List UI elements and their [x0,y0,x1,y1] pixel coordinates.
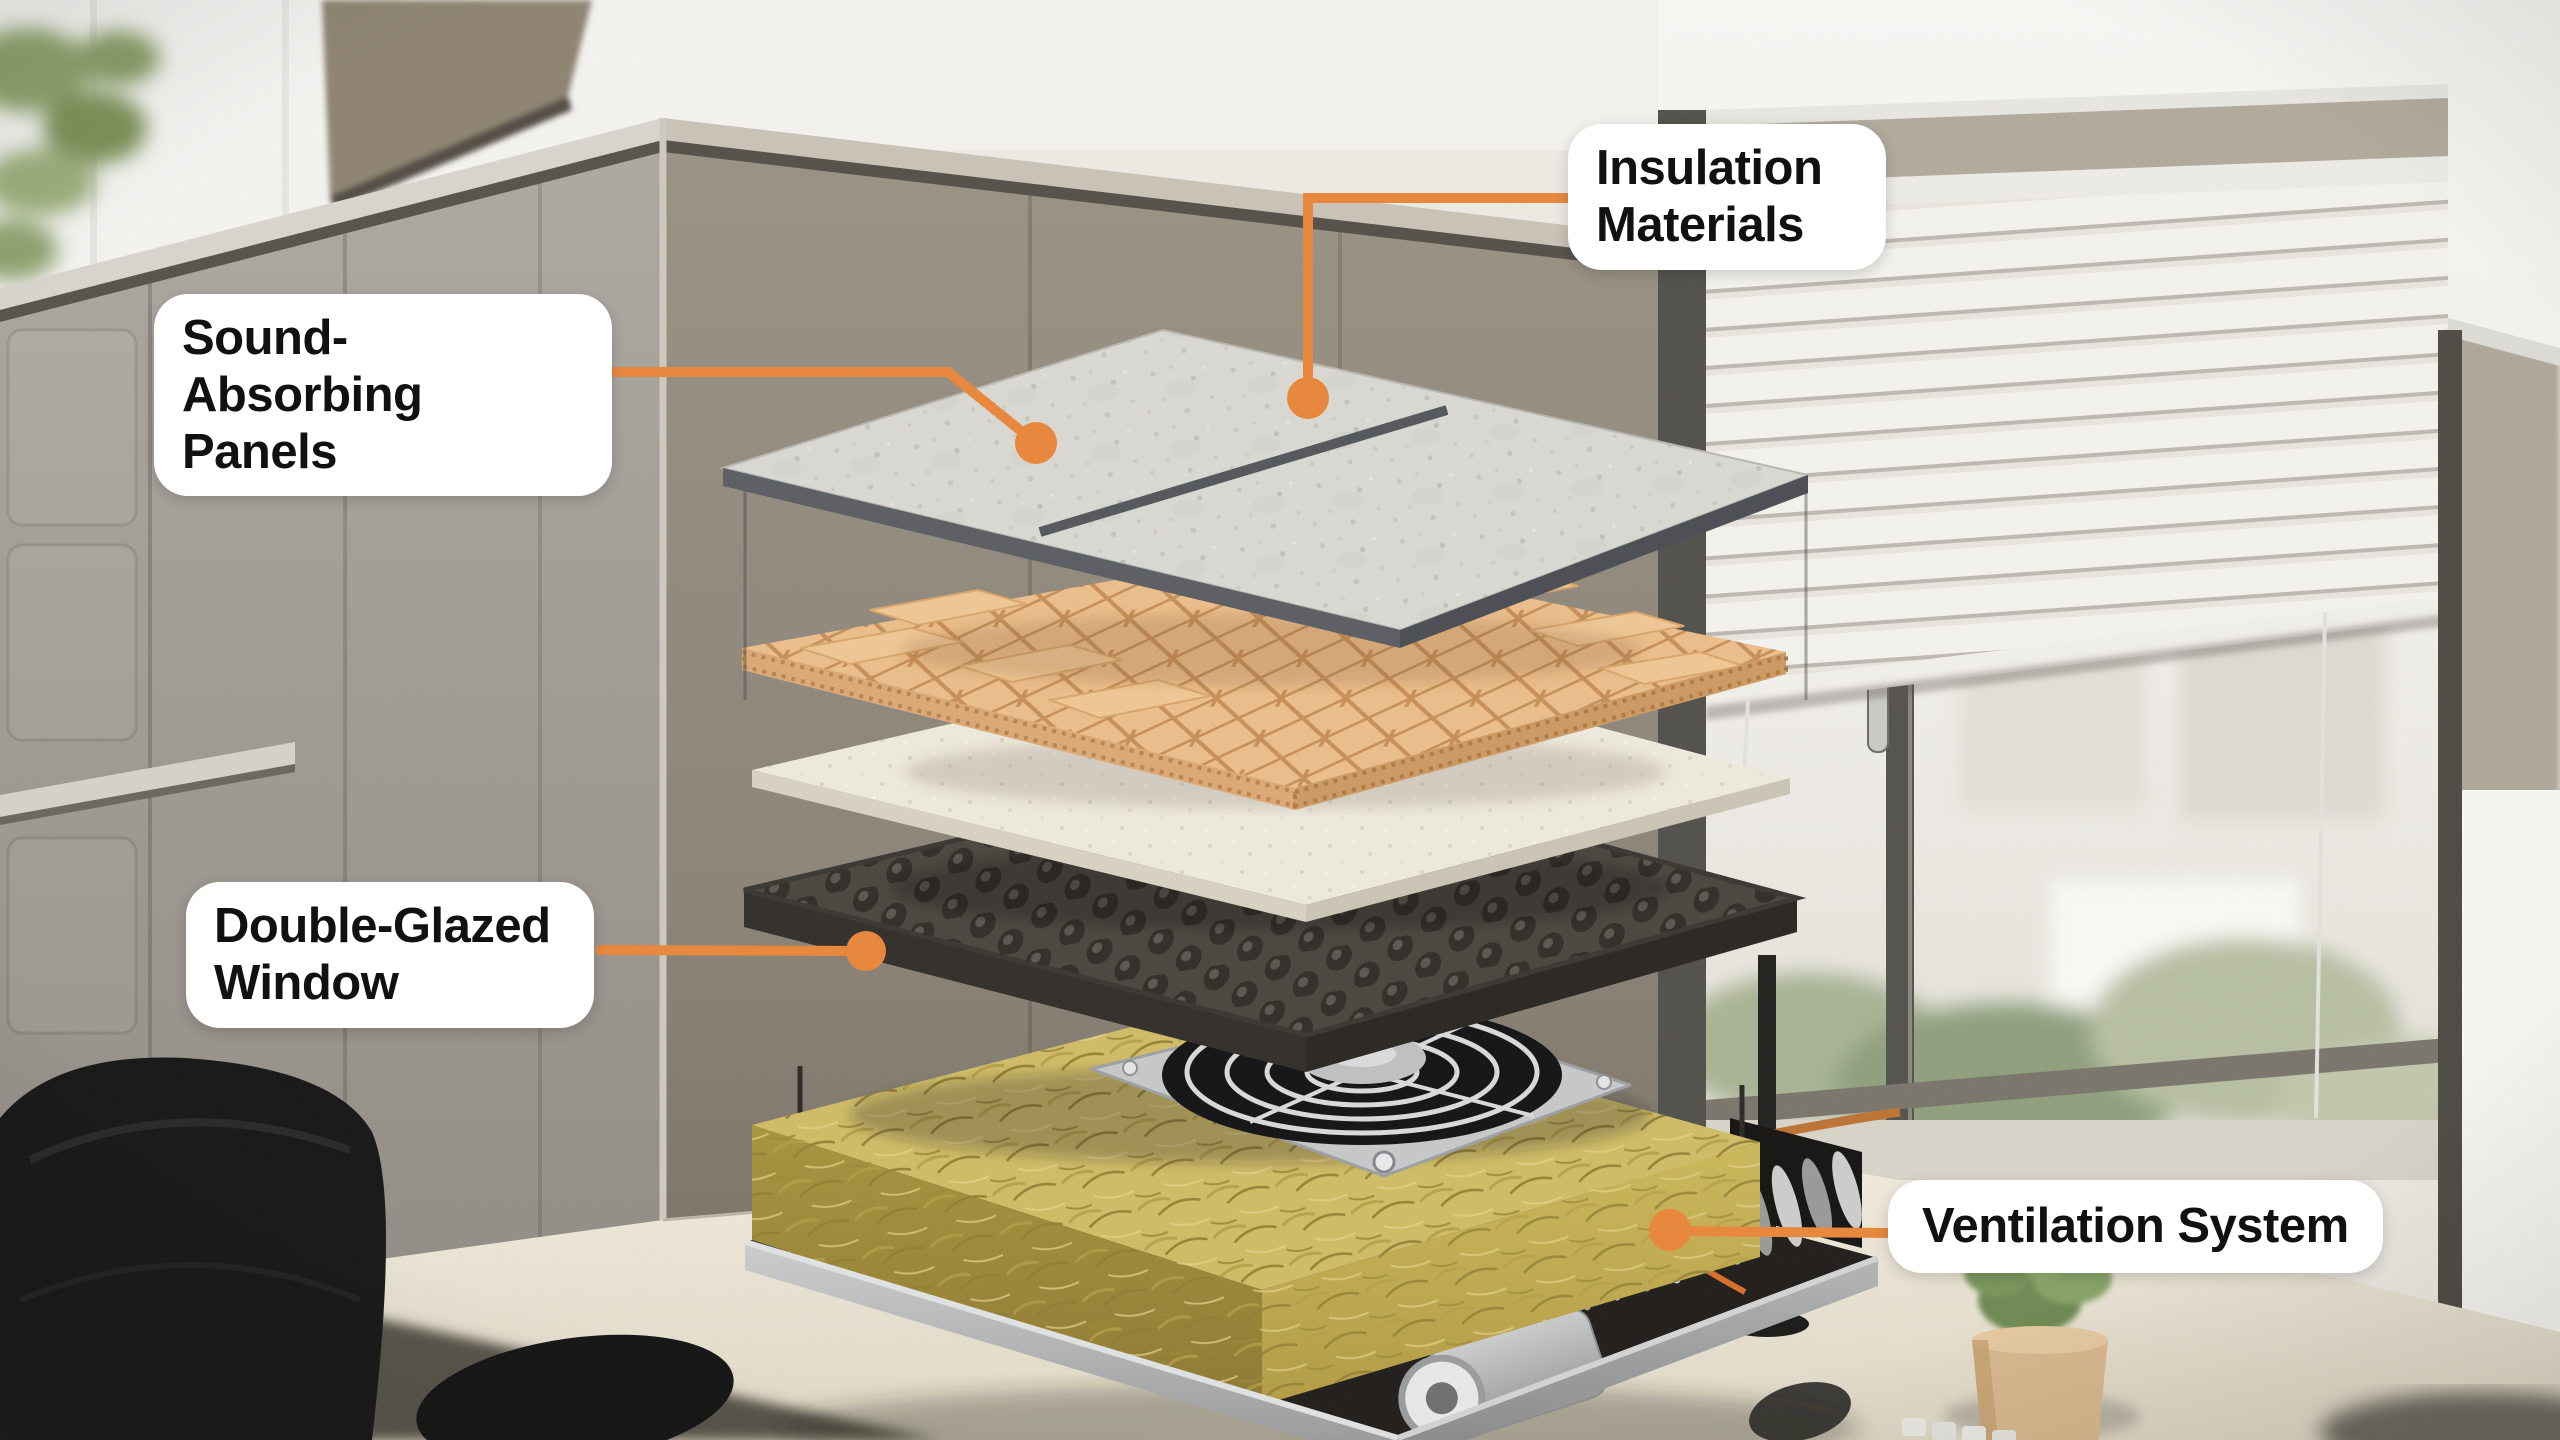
callout-label-double-glazed-window: Double-Glazed Window [186,882,594,1028]
callout-label-ventilation-system: Ventilation System [1888,1180,2383,1273]
callout-label-sound-absorbing-panels: Sound-Absorbing Panels [154,294,612,497]
callout-label-insulation-materials: Insulation Materials [1568,124,1886,270]
callout-text: Ventilation System [1922,1199,2349,1253]
callout-text: Sound-Absorbing Panels [182,311,423,479]
callout-text: Insulation Materials [1596,141,1823,252]
callout-text: Double-Glazed Window [214,899,551,1010]
